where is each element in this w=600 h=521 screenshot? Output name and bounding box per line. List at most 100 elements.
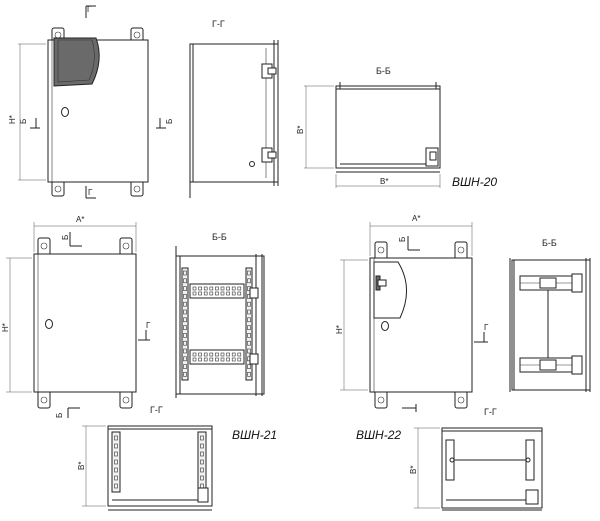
slot-hole [198, 352, 202, 357]
slot-hole [198, 286, 202, 291]
slot-hole [114, 443, 118, 449]
model-label-vshn21: ВШН-21 [232, 428, 277, 442]
section-title-b-vshn20: Б-Б [376, 66, 391, 76]
slot-hole [226, 352, 230, 357]
section-mark-b-top-vshn22: Б [398, 237, 407, 242]
dim-height-vshn21: Н* [1, 323, 10, 332]
slot-hole [200, 459, 204, 465]
slot-hole [231, 291, 236, 296]
slot-hole [183, 340, 187, 346]
section-mark-g-right-vshn22: Г [484, 323, 489, 332]
slot-hole [203, 291, 208, 296]
slot-hole [203, 286, 208, 291]
slot-hole [183, 325, 187, 330]
slot-hole [209, 357, 214, 362]
slot-hole [237, 286, 242, 291]
slot-hole [215, 291, 219, 296]
vshn21-section-g: Г-Г В* ВШН-21 [77, 405, 277, 511]
section-mark-g-top: Г [87, 5, 92, 14]
rail-holes [183, 270, 251, 377]
slot-hole [220, 352, 225, 357]
dim-a-vshn20: В* [380, 177, 388, 186]
slot-hole [237, 357, 242, 362]
slot-hole [114, 435, 118, 441]
vshn20-front-view: Г Г Б Б Н* [8, 5, 174, 199]
slot-hole [192, 357, 197, 362]
section-mark-g-bottom: Г [88, 188, 93, 197]
dim-height-vshn20: Н* [8, 115, 17, 124]
slot-hole [247, 364, 251, 369]
slot-hole [247, 340, 251, 346]
model-label-vshn20: ВШН-20 [452, 175, 497, 189]
vshn21-front-view: Б Б Г А* Н* [1, 215, 151, 418]
slot-hole [183, 356, 187, 362]
section-title-b-vshn21: Б-Б [212, 232, 227, 242]
dim-a-vshn22: А* [412, 214, 420, 223]
section-mark-b-top-vshn21: Б [61, 235, 70, 240]
slot-hole [209, 352, 214, 357]
slot-hole [220, 286, 225, 291]
slot-hole [209, 291, 214, 296]
vshn20-section-g: Г-Г [189, 19, 279, 198]
vshn22-section-g: Г-Г В* ВШН-22 [356, 407, 543, 511]
slot-hole [183, 372, 187, 377]
slot-hole [192, 286, 197, 291]
model-label-vshn22: ВШН-22 [356, 428, 401, 442]
slot-hole [247, 301, 251, 307]
slot-hole [192, 352, 197, 357]
vshn22-front-view: Б Г А* Н* [335, 214, 489, 412]
slot-hole [200, 467, 204, 473]
slot-hole [247, 372, 251, 377]
dim-b-vshn21: В* [77, 462, 86, 470]
section-title-g-vshn22: Г-Г [484, 407, 497, 417]
slot-hole [200, 443, 204, 449]
dim-b-vshn20: В* [296, 126, 305, 134]
slot-hole [203, 352, 208, 357]
slot-hole [215, 352, 219, 357]
slot-hole [200, 435, 204, 441]
slot-hole [209, 286, 214, 291]
slot-hole [247, 270, 251, 276]
slot-hole [183, 333, 187, 338]
slot-hole [247, 333, 251, 338]
slot-hole [226, 291, 230, 296]
dim-a-vshn21: А* [76, 215, 84, 224]
slot-hole [183, 317, 187, 323]
slot-hole [114, 467, 118, 473]
slot-hole [183, 348, 187, 354]
slot-hole [215, 286, 219, 291]
slot-hole [247, 317, 251, 323]
slot-hole [183, 364, 187, 369]
slot-hole [231, 352, 236, 357]
slot-hole [200, 475, 204, 481]
slot-hole [247, 309, 251, 315]
slot-hole [198, 357, 202, 362]
slot-hole [192, 291, 197, 296]
slot-hole [183, 270, 187, 276]
section-mark-b-left: Б [19, 119, 28, 124]
slot-hole [183, 309, 187, 315]
slot-hole [114, 475, 118, 481]
dim-b-vshn22: В* [409, 466, 418, 474]
slot-hole [247, 278, 251, 284]
slot-hole [114, 483, 118, 489]
vshn22-section-b: Б-Б [509, 238, 591, 392]
slot-hole [231, 357, 236, 362]
slot-hole [203, 357, 208, 362]
vshn20-section-b: Б-Б В* В* ВШН-20 [296, 66, 497, 189]
slot-hole [226, 357, 230, 362]
vshn21-section-b: Б-Б [175, 232, 265, 398]
section-title-b-vshn22: Б-Б [542, 238, 557, 248]
dim-height-vshn22: Н* [335, 325, 344, 334]
slot-hole [183, 301, 187, 307]
section-title-g-vshn20: Г-Г [212, 19, 225, 29]
slot-hole [220, 291, 225, 296]
slot-hole [231, 286, 236, 291]
section-mark-b-bottom-vshn21: Б [55, 413, 64, 418]
slot-hole [183, 286, 187, 291]
slot-hole [220, 357, 225, 362]
slot-hole [226, 286, 230, 291]
slot-hole [183, 294, 187, 299]
